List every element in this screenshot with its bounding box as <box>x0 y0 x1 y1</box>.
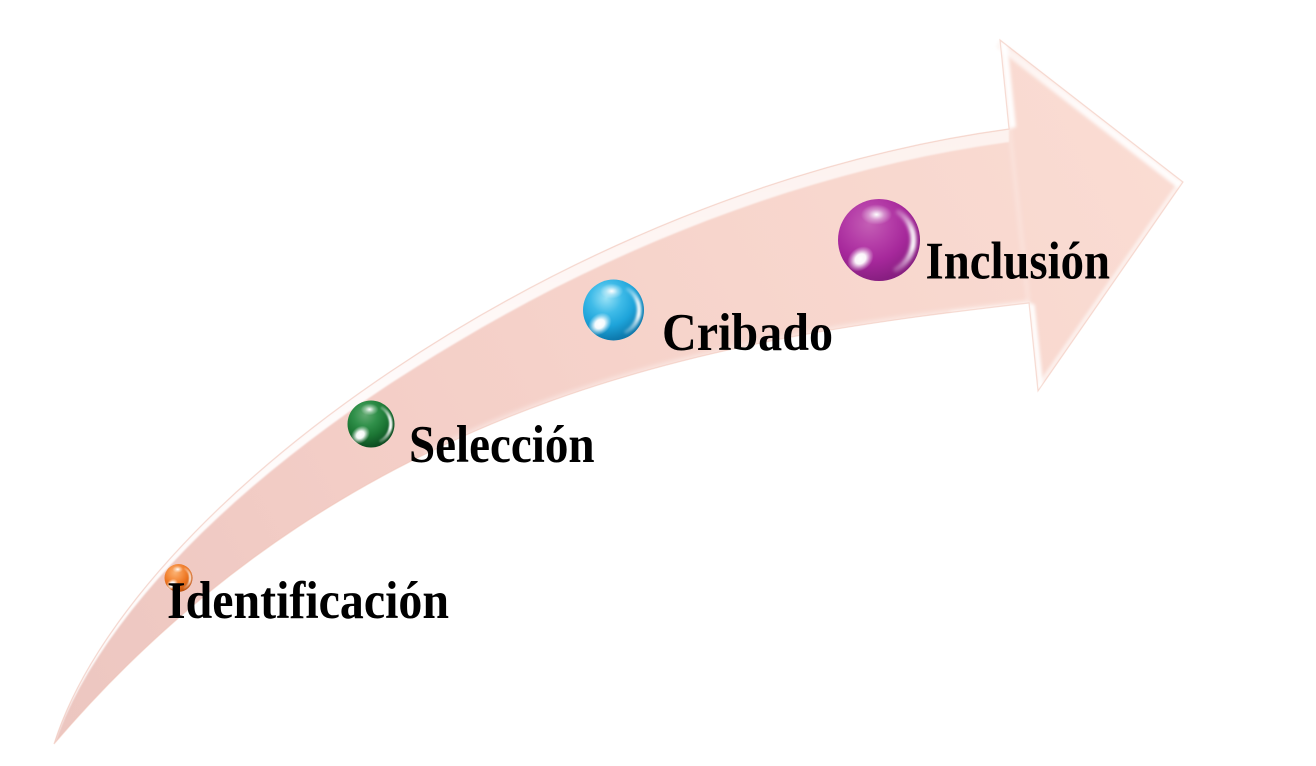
svg-text:Selección: Selección <box>409 416 595 474</box>
svg-text:Cribado: Cribado <box>662 304 833 362</box>
svg-text:Inclusión: Inclusión <box>926 232 1111 290</box>
svg-text:Identificación: Identificación <box>167 572 449 630</box>
